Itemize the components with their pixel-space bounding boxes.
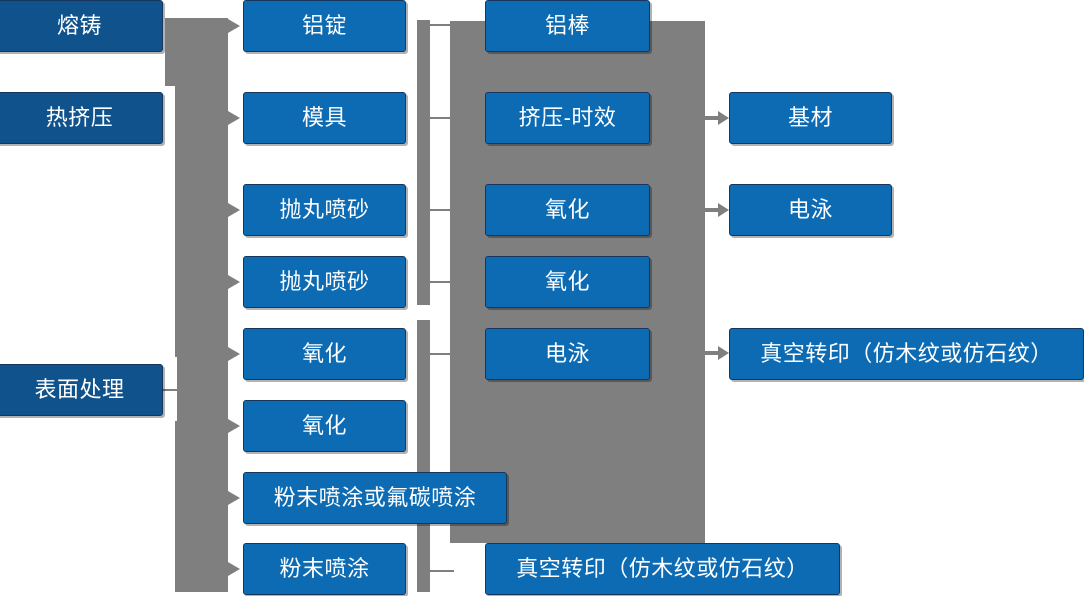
arrow-to-substrate bbox=[705, 111, 729, 125]
process-label-extrusion-aging: 挤压-时效 bbox=[518, 105, 617, 130]
arrowhead-mid-2 bbox=[228, 111, 240, 125]
connector-rail-mid-upper bbox=[417, 20, 430, 305]
connector-link-right-4 bbox=[428, 281, 454, 283]
process-box-oxidation-mid-1[interactable]: 氧化 bbox=[243, 328, 406, 380]
connector-link-right-1 bbox=[428, 24, 454, 26]
process-box-electrophoresis-far[interactable]: 电泳 bbox=[729, 184, 892, 236]
process-label-die: 模具 bbox=[301, 105, 347, 130]
connector-link-right-6 bbox=[428, 570, 454, 572]
arrowhead-mid-4 bbox=[228, 275, 240, 289]
process-box-oxidation-right-2[interactable]: 氧化 bbox=[485, 256, 650, 308]
process-box-powder-coating[interactable]: 粉末喷涂 bbox=[243, 543, 406, 595]
process-label-ingot: 铝锭 bbox=[301, 13, 347, 38]
process-label-blasting-1: 抛丸喷砂 bbox=[279, 197, 370, 222]
process-label-oxidation-mid-1: 氧化 bbox=[301, 341, 347, 366]
process-box-extrusion-aging[interactable]: 挤压-时效 bbox=[485, 92, 650, 144]
process-box-oxidation-mid-2[interactable]: 氧化 bbox=[243, 400, 406, 452]
stage-label-surface: 表面处理 bbox=[34, 377, 125, 402]
arrowhead-mid-5 bbox=[228, 347, 240, 361]
arrowhead-mid-1 bbox=[228, 19, 240, 33]
process-box-electrophoresis-right[interactable]: 电泳 bbox=[485, 328, 650, 380]
process-label-blasting-2: 抛丸喷砂 bbox=[279, 269, 370, 294]
arrow-to-electrophoresis bbox=[705, 203, 729, 217]
process-box-blasting-2[interactable]: 抛丸喷砂 bbox=[243, 256, 406, 308]
process-box-blasting-1[interactable]: 抛丸喷砂 bbox=[243, 184, 406, 236]
process-box-vacuum-transfer-far[interactable]: 真空转印（仿木纹或仿石纹） bbox=[729, 328, 1084, 380]
arrow-to-transfer bbox=[705, 346, 729, 360]
process-box-powder-fluorocarbon[interactable]: 粉末喷涂或氟碳喷涂 bbox=[243, 472, 507, 524]
process-label-oxidation-right-1: 氧化 bbox=[544, 197, 590, 222]
process-box-aluminium-bar[interactable]: 铝棒 bbox=[485, 0, 650, 52]
stage-label-extrusion: 热挤压 bbox=[45, 105, 114, 130]
connector-trunk-left bbox=[175, 18, 228, 592]
connector-line-surface bbox=[163, 389, 179, 391]
process-box-substrate[interactable]: 基材 bbox=[729, 92, 892, 144]
process-label-powder-fluorocarbon: 粉末喷涂或氟碳喷涂 bbox=[273, 485, 477, 510]
process-label-substrate: 基材 bbox=[787, 105, 833, 130]
process-box-die[interactable]: 模具 bbox=[243, 92, 406, 144]
process-label-vacuum-transfer-far: 真空转印（仿木纹或仿石纹） bbox=[760, 341, 1053, 366]
arrowhead-mid-6 bbox=[228, 419, 240, 433]
process-label-powder-coating: 粉末喷涂 bbox=[279, 556, 370, 581]
process-label-electrophoresis-right: 电泳 bbox=[544, 341, 590, 366]
connector-link-right-5 bbox=[428, 353, 454, 355]
stage-box-melting[interactable]: 熔铸 bbox=[0, 0, 163, 52]
connector-link-right-2 bbox=[428, 117, 454, 119]
process-label-electrophoresis-far: 电泳 bbox=[787, 197, 833, 222]
process-label-oxidation-mid-2: 氧化 bbox=[301, 413, 347, 438]
connector-link-right-3 bbox=[428, 209, 454, 211]
stage-label-melting: 熔铸 bbox=[56, 13, 102, 38]
arrowhead-mid-8 bbox=[228, 562, 240, 576]
process-box-vacuum-transfer-bottom[interactable]: 真空转印（仿木纹或仿石纹） bbox=[485, 543, 840, 595]
connector-stub-melting bbox=[165, 18, 179, 86]
process-box-ingot[interactable]: 铝锭 bbox=[243, 0, 406, 52]
connector-rail-mid-lower bbox=[417, 320, 430, 592]
arrowhead-mid-3 bbox=[228, 203, 240, 217]
process-box-oxidation-right-1[interactable]: 氧化 bbox=[485, 184, 650, 236]
process-label-vacuum-transfer-bottom: 真空转印（仿木纹或仿石纹） bbox=[516, 556, 809, 581]
stage-box-extrusion[interactable]: 热挤压 bbox=[0, 92, 163, 144]
stage-box-surface[interactable]: 表面处理 bbox=[0, 364, 163, 416]
process-label-aluminium-bar: 铝棒 bbox=[544, 13, 590, 38]
process-label-oxidation-right-2: 氧化 bbox=[544, 269, 590, 294]
arrowhead-mid-7 bbox=[228, 491, 240, 505]
